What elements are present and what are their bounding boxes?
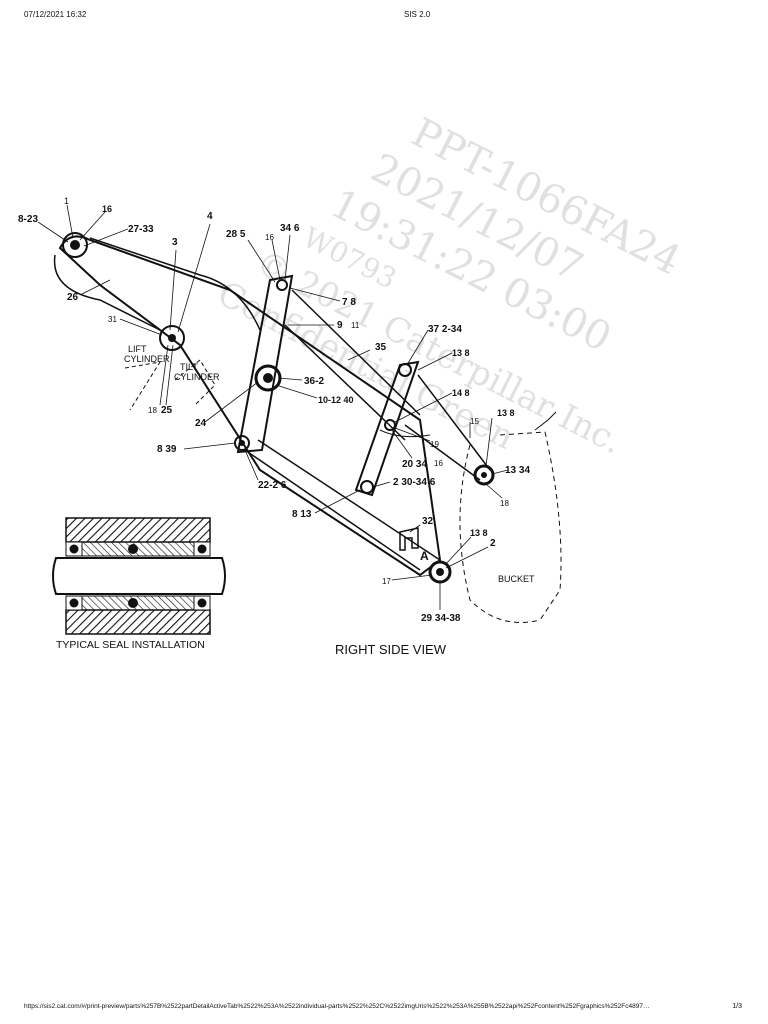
bucket-link: [354, 360, 491, 497]
callout: 3: [172, 237, 178, 248]
callout: 13 34: [505, 465, 530, 476]
callout: 7 8: [342, 297, 356, 308]
callout: 16: [434, 459, 443, 468]
callout: 9: [337, 320, 343, 331]
callout: 29 34-38: [421, 613, 461, 624]
callout: 16: [102, 204, 112, 214]
callout: 19: [430, 440, 439, 449]
page-footer: https://sis2.cat.com/#/print-preview/par…: [0, 1003, 768, 1017]
callout: 26: [67, 292, 79, 303]
bucket-arm: [244, 439, 441, 571]
callout: 8 39: [157, 444, 177, 455]
callout: 8-23: [18, 214, 38, 225]
app-title: SIS 2.0: [404, 10, 431, 19]
tilt-cylinder-label: TILT: [180, 362, 198, 372]
page-number: 1/3: [732, 1003, 742, 1010]
callout: 11: [351, 321, 360, 330]
seal-cross-section: [52, 517, 226, 635]
callout: 15: [470, 417, 479, 426]
item-32-clip: [399, 527, 419, 551]
callout: 18: [500, 499, 509, 508]
print-datetime: 07/12/2021 16:32: [24, 10, 87, 19]
bucket-label: BUCKET: [498, 574, 535, 584]
callout: 13 8: [470, 528, 488, 538]
callout: 18: [148, 406, 157, 415]
callouts: 8-23 1 16 27-33 4 3 26 31 18 25 28 5 16 …: [18, 196, 530, 624]
callout: 31: [108, 315, 117, 324]
page-url: https://sis2.cat.com/#/print-preview/par…: [24, 1003, 650, 1010]
callout: 24: [195, 418, 207, 429]
callout: 10-12 40: [318, 395, 354, 405]
seal-installation-caption: TYPICAL SEAL INSTALLATION: [56, 639, 205, 651]
callout: 2: [490, 538, 496, 549]
callout: 2 30-34 6: [393, 477, 436, 488]
callout: 20 34: [402, 459, 427, 470]
callout: 13 8: [497, 408, 515, 418]
callout: 32: [422, 516, 434, 527]
callout: 1: [64, 196, 69, 206]
callout: 4: [207, 211, 213, 222]
drawing-captions: LIFT CYLINDER TILT CYLINDER BUCKET A RIG…: [56, 344, 535, 657]
tilt-lever: [236, 274, 421, 454]
tilt-cylinder-label: CYLINDER: [174, 372, 220, 382]
callout: 34 6: [280, 223, 300, 234]
page-header: 07/12/2021 16:32 SIS 2.0: [0, 10, 768, 24]
callout: 28 5: [226, 229, 246, 240]
cylinders: [124, 359, 216, 411]
point-a-label: A: [420, 549, 429, 563]
callout: 8 13: [292, 509, 312, 520]
lift-cylinder-label: LIFT: [128, 344, 147, 354]
right-side-view-caption: RIGHT SIDE VIEW: [335, 642, 447, 657]
callout: 13 8: [452, 348, 470, 358]
leader-lines: [37, 204, 509, 610]
bucket-outline: [459, 411, 562, 623]
callout: 35: [375, 342, 387, 353]
lift-cylinder-label: CYLINDER: [124, 354, 170, 364]
callout: 37 2-34: [428, 324, 462, 335]
callout: 27-33: [128, 224, 154, 235]
callout: 36-2: [304, 376, 324, 387]
callout: 14 8: [452, 388, 470, 398]
callout: 25: [161, 405, 173, 416]
callout: 16: [265, 233, 274, 242]
callout: 17: [382, 577, 391, 586]
callout: 22-2 6: [258, 480, 287, 491]
